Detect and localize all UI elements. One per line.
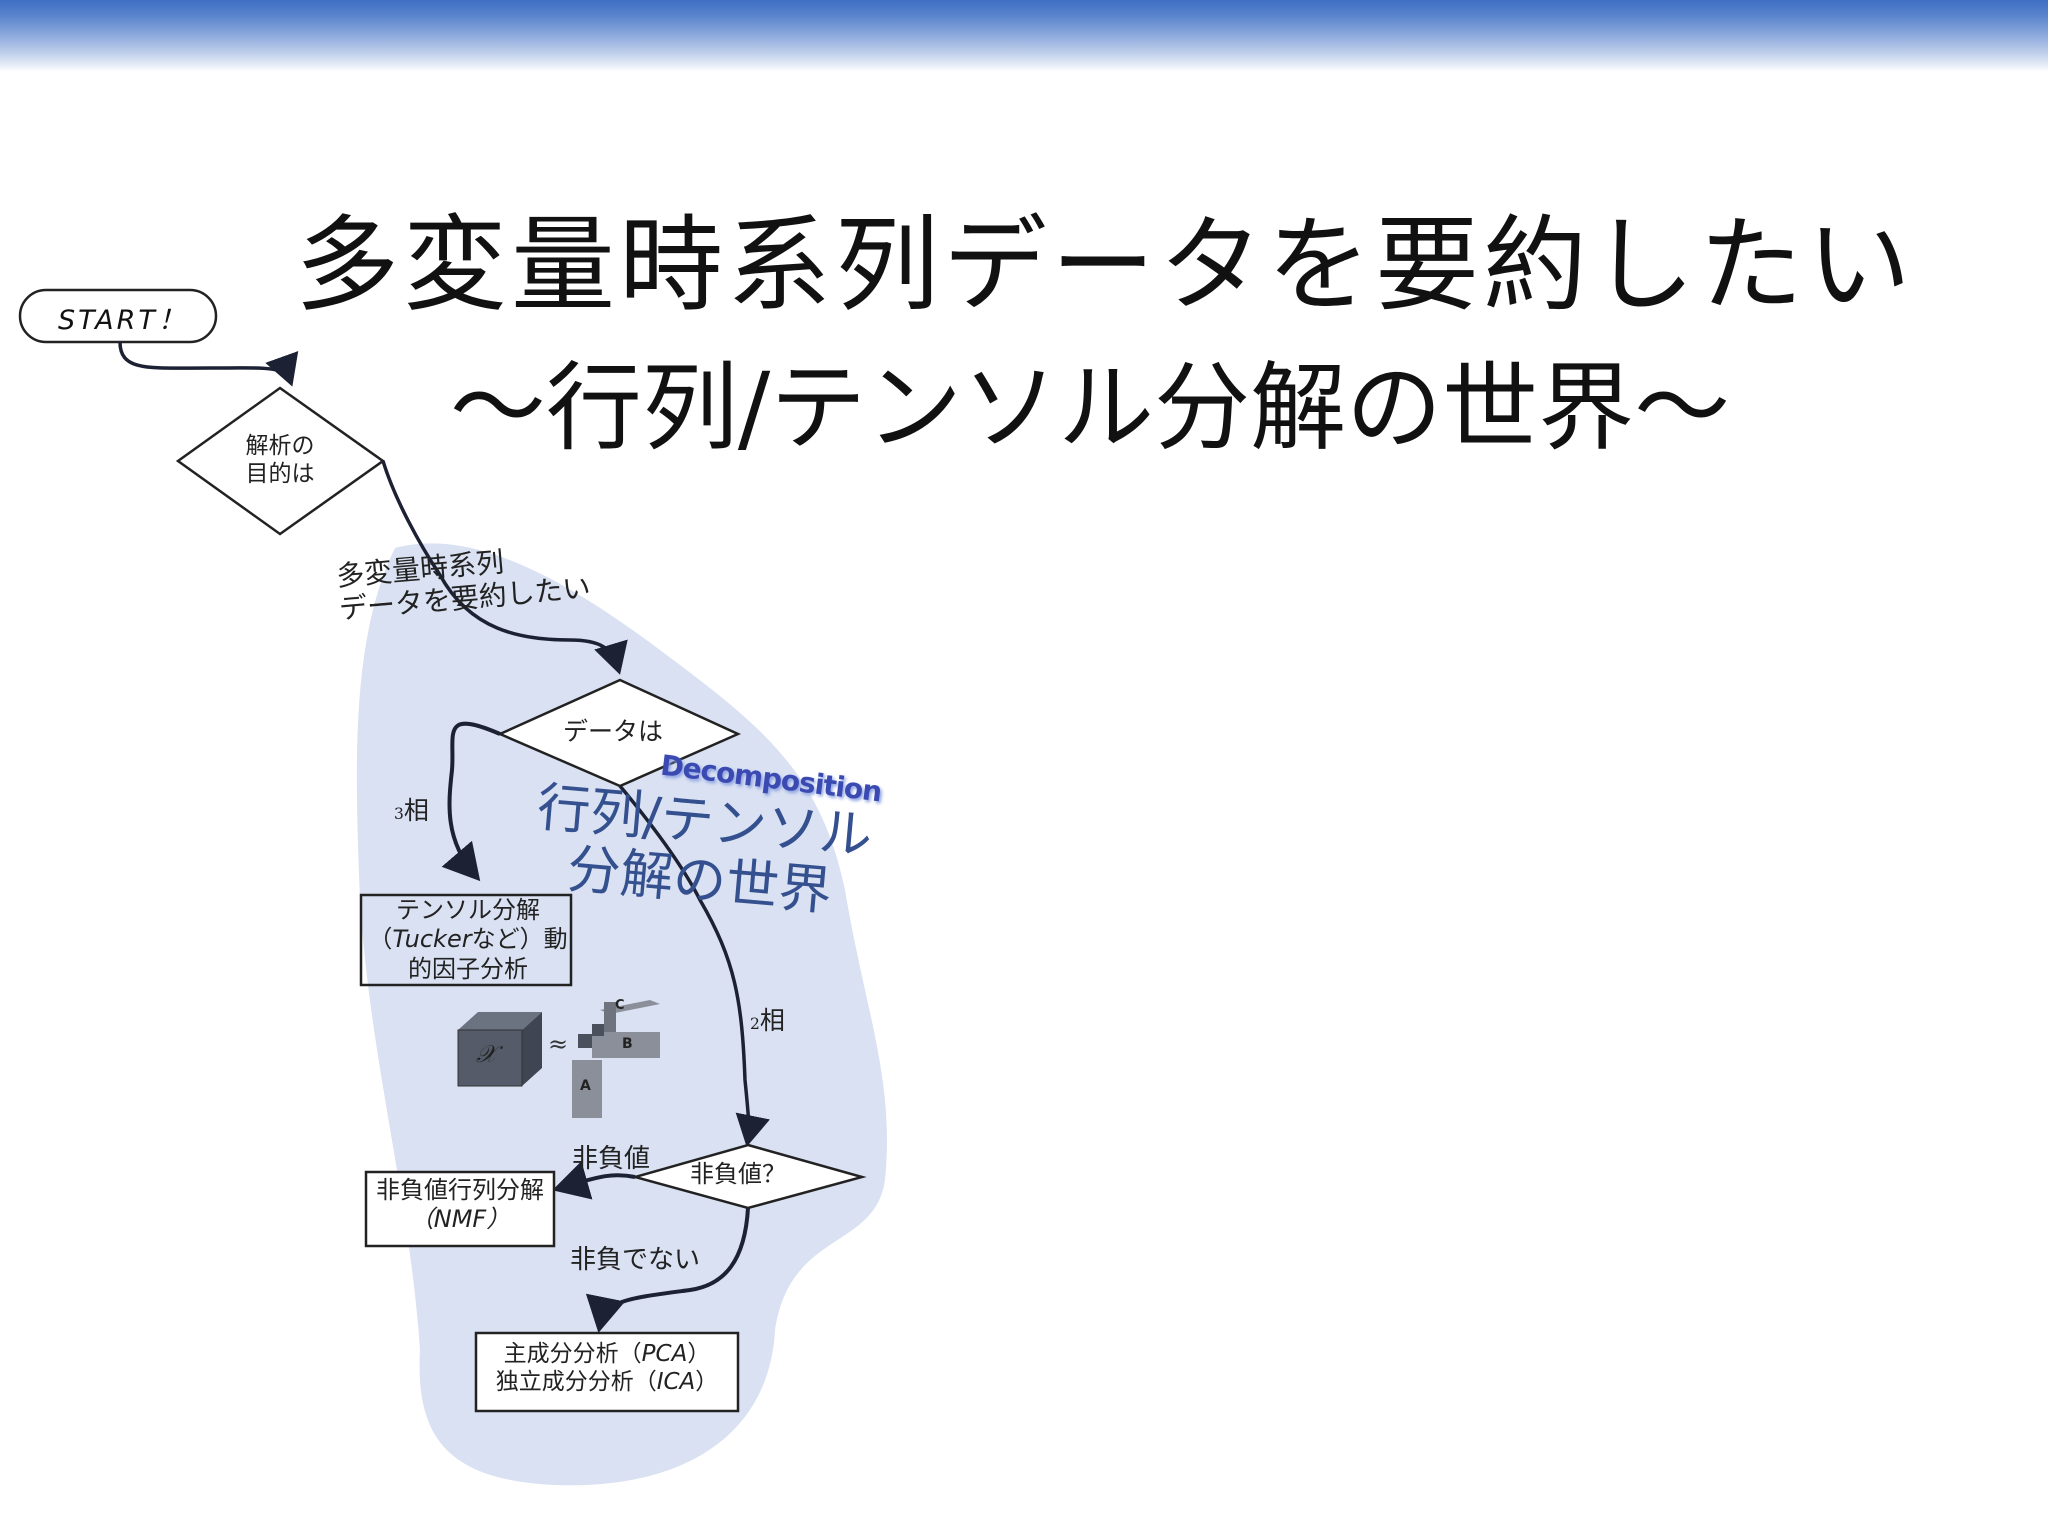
- two-phase-word: 相: [759, 1006, 785, 1035]
- two-phase-label: 2相: [750, 1006, 785, 1036]
- pca-prefix: 主成分分析（: [503, 1341, 642, 1367]
- purpose-label: 解析の 目的は: [230, 432, 330, 488]
- tensor-x-label: 𝒳: [476, 1040, 497, 1068]
- tensor-box-line1: テンソル分解: [396, 896, 540, 924]
- tensor-box-line3: 的因子分析: [408, 954, 528, 983]
- tensor-a-label: A: [580, 1078, 591, 1094]
- pca-ica-label: 主成分分析（PCA） 独立成分分析（ICA）: [476, 1340, 738, 1396]
- nonneg-no-label: 非負でない: [570, 1245, 701, 1275]
- arrow-data-to-tensor: [441, 721, 501, 882]
- nmf-box: [364, 1170, 556, 1248]
- purpose-line1: 解析の: [245, 433, 315, 459]
- decomposition-region: [356, 543, 887, 1486]
- ica-suffix: ）: [695, 1369, 719, 1396]
- tensor-figure: [457, 1000, 660, 1118]
- tensor-box-line2: （Tuckerなど）動: [355, 925, 581, 954]
- tensor-decomposition-box: [359, 893, 573, 987]
- ica-prefix: 独立成分分析（: [495, 1369, 657, 1396]
- three-phase-label: 3相: [394, 796, 429, 826]
- tensor-nado: など）動: [471, 925, 568, 954]
- three-phase-word: 相: [403, 796, 429, 825]
- nmf-box-label: 非負値行列分解 （NMF）: [366, 1176, 554, 1235]
- start-terminal: [18, 288, 218, 344]
- tensor-paren: （: [368, 925, 393, 954]
- pca-ica-box: [474, 1331, 740, 1413]
- pca-line: 主成分分析（PCA）: [476, 1340, 738, 1368]
- start-label: START！: [58, 305, 188, 336]
- arrow-start-to-purpose: [118, 341, 299, 387]
- two-phase-number: 2: [750, 1015, 760, 1033]
- tensor-c-label: C: [615, 998, 625, 1013]
- arrow-purpose-to-data: [381, 460, 628, 675]
- pca-abbr: PCA: [641, 1341, 688, 1367]
- tensor-b-label: B: [622, 1036, 633, 1052]
- slide-title: 多変量時系列データを要約したい: [294, 204, 1915, 326]
- data-question-label: データは: [563, 717, 664, 746]
- nonneg-yes-label: 非負値: [572, 1144, 651, 1174]
- tucker-text: Tucker: [392, 925, 472, 954]
- arrow-nonneg-to-nmf: [552, 1161, 636, 1200]
- arrow-data-to-nonneg: [618, 784, 770, 1147]
- tensor-box-label: テンソル分解 （Tuckerなど）動 的因子分析: [355, 896, 581, 984]
- arrow-nonneg-to-pca: [585, 1207, 750, 1333]
- purpose-line2: 目的は: [245, 461, 315, 488]
- approx-symbol: ≈: [548, 1030, 569, 1058]
- nonneg-question-label: 非負値？: [690, 1160, 786, 1188]
- three-phase-number: 3: [394, 805, 404, 823]
- header-band: [0, 0, 2048, 72]
- slide-subtitle: ～行列/テンソル分解の世界～: [449, 352, 1731, 464]
- purpose-decision: [175, 386, 386, 536]
- nmf-line2: （NMF）: [409, 1205, 511, 1234]
- ica-line: 独立成分分析（ICA）: [476, 1368, 738, 1396]
- nmf-line1: 非負値行列分解: [376, 1176, 544, 1204]
- ica-abbr: ICA: [656, 1369, 696, 1396]
- pca-suffix: ）: [687, 1341, 711, 1367]
